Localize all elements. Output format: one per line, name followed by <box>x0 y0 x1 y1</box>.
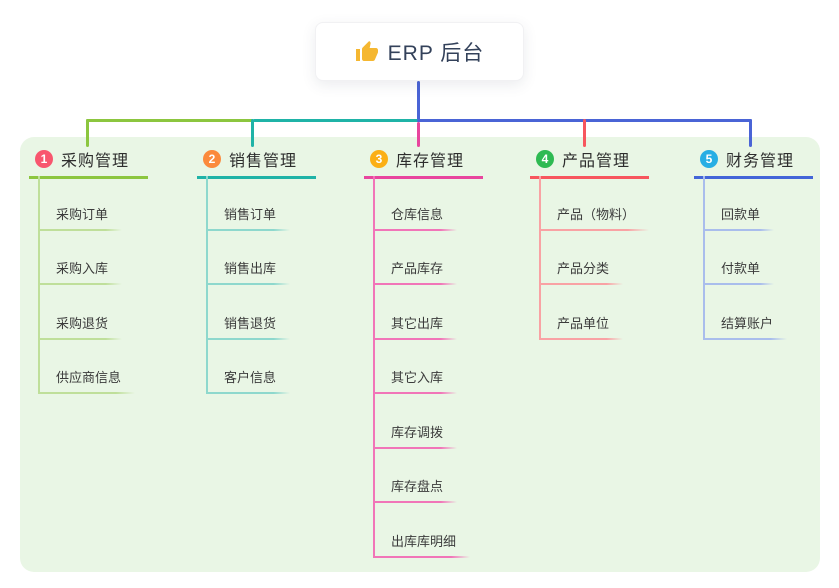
connector-drop-product <box>583 119 586 147</box>
root-node[interactable]: ERP 后台 <box>315 22 524 81</box>
branch-children: 仓库信息 产品库存 其它出库 其它入库 库存调拨 库存盘点 出库库明细 <box>373 176 514 558</box>
child-node[interactable]: 结算账户 <box>703 285 839 340</box>
branch-number-badge: 5 <box>700 150 718 168</box>
branch-sales: 2 销售管理 销售订单 销售出库 销售退货 客户信息 <box>197 148 347 394</box>
child-node[interactable]: 销售退货 <box>206 285 347 340</box>
branch-title-inventory[interactable]: 3 库存管理 <box>364 148 483 179</box>
branch-label: 财务管理 <box>726 153 795 170</box>
connector-root-drop <box>417 81 420 122</box>
child-label: 结算账户 <box>705 312 788 340</box>
connector-drop-inventory <box>417 122 420 147</box>
child-label: 库存调拨 <box>375 421 458 449</box>
child-label: 销售订单 <box>208 203 291 231</box>
child-node[interactable]: 产品单位 <box>539 285 680 340</box>
child-label: 付款单 <box>705 258 775 285</box>
child-label: 产品库存 <box>375 258 458 285</box>
child-node[interactable]: 客户信息 <box>206 339 347 394</box>
child-label: 产品（物料） <box>541 203 650 231</box>
child-label: 产品单位 <box>541 312 624 340</box>
connector-drop-finance <box>749 119 752 147</box>
child-label: 采购订单 <box>40 203 123 231</box>
connector-bus-sales <box>253 119 419 122</box>
connector-bus-purchase <box>86 119 253 122</box>
child-node[interactable]: 产品分类 <box>539 230 680 285</box>
branch-inventory: 3 库存管理 仓库信息 产品库存 其它出库 其它入库 库存调拨 库存盘点 出库库… <box>364 148 514 558</box>
connector-drop-purchase <box>86 119 89 147</box>
child-node[interactable]: 库存盘点 <box>373 448 514 503</box>
child-label: 库存盘点 <box>375 476 458 503</box>
child-label: 供应商信息 <box>40 367 136 394</box>
branch-label: 产品管理 <box>562 153 631 170</box>
child-node[interactable]: 供应商信息 <box>38 339 179 394</box>
branch-title-product[interactable]: 4 产品管理 <box>530 148 649 179</box>
branch-title-purchase[interactable]: 1 采购管理 <box>29 148 148 179</box>
branch-finance: 5 财务管理 回款单 付款单 结算账户 <box>694 148 839 340</box>
child-label: 仓库信息 <box>375 203 458 231</box>
child-label: 其它出库 <box>375 312 458 340</box>
child-label: 回款单 <box>705 203 775 231</box>
child-label: 销售出库 <box>208 258 291 285</box>
child-node[interactable]: 销售出库 <box>206 230 347 285</box>
branch-children: 回款单 付款单 结算账户 <box>703 176 839 340</box>
child-node[interactable]: 出库库明细 <box>373 503 514 558</box>
child-label: 采购入库 <box>40 258 123 285</box>
branch-number-badge: 1 <box>35 150 53 168</box>
child-label: 产品分类 <box>541 258 624 285</box>
child-node[interactable]: 销售订单 <box>206 176 347 231</box>
child-label: 采购退货 <box>40 312 123 340</box>
child-node[interactable]: 其它入库 <box>373 339 514 394</box>
branch-number-badge: 3 <box>370 150 388 168</box>
branch-label: 库存管理 <box>396 153 465 170</box>
child-node[interactable]: 其它出库 <box>373 285 514 340</box>
child-label: 销售退货 <box>208 312 291 340</box>
child-node[interactable]: 采购入库 <box>38 230 179 285</box>
child-node[interactable]: 仓库信息 <box>373 176 514 231</box>
branch-purchase: 1 采购管理 采购订单 采购入库 采购退货 供应商信息 <box>29 148 179 394</box>
branch-product: 4 产品管理 产品（物料） 产品分类 产品单位 <box>530 148 680 340</box>
branch-label: 采购管理 <box>61 153 130 170</box>
child-node[interactable]: 回款单 <box>703 176 839 231</box>
child-label: 出库库明细 <box>375 530 471 558</box>
child-node[interactable]: 采购退货 <box>38 285 179 340</box>
child-node[interactable]: 付款单 <box>703 230 839 285</box>
child-node[interactable]: 采购订单 <box>38 176 179 231</box>
connector-drop-sales <box>251 119 254 147</box>
child-node[interactable]: 库存调拨 <box>373 394 514 449</box>
branch-title-finance[interactable]: 5 财务管理 <box>694 148 813 179</box>
branch-number-badge: 2 <box>203 150 221 168</box>
branch-number-badge: 4 <box>536 150 554 168</box>
branch-children: 产品（物料） 产品分类 产品单位 <box>539 176 680 340</box>
thumbs-up-icon <box>355 40 379 64</box>
branch-title-sales[interactable]: 2 销售管理 <box>197 148 316 179</box>
branch-children: 采购订单 采购入库 采购退货 供应商信息 <box>38 176 179 394</box>
child-node[interactable]: 产品库存 <box>373 230 514 285</box>
child-label: 客户信息 <box>208 367 291 394</box>
child-label: 其它入库 <box>375 367 458 394</box>
child-node[interactable]: 产品（物料） <box>539 176 680 231</box>
branch-label: 销售管理 <box>229 153 298 170</box>
branch-children: 销售订单 销售出库 销售退货 客户信息 <box>206 176 347 394</box>
root-label: ERP 后台 <box>387 41 485 65</box>
